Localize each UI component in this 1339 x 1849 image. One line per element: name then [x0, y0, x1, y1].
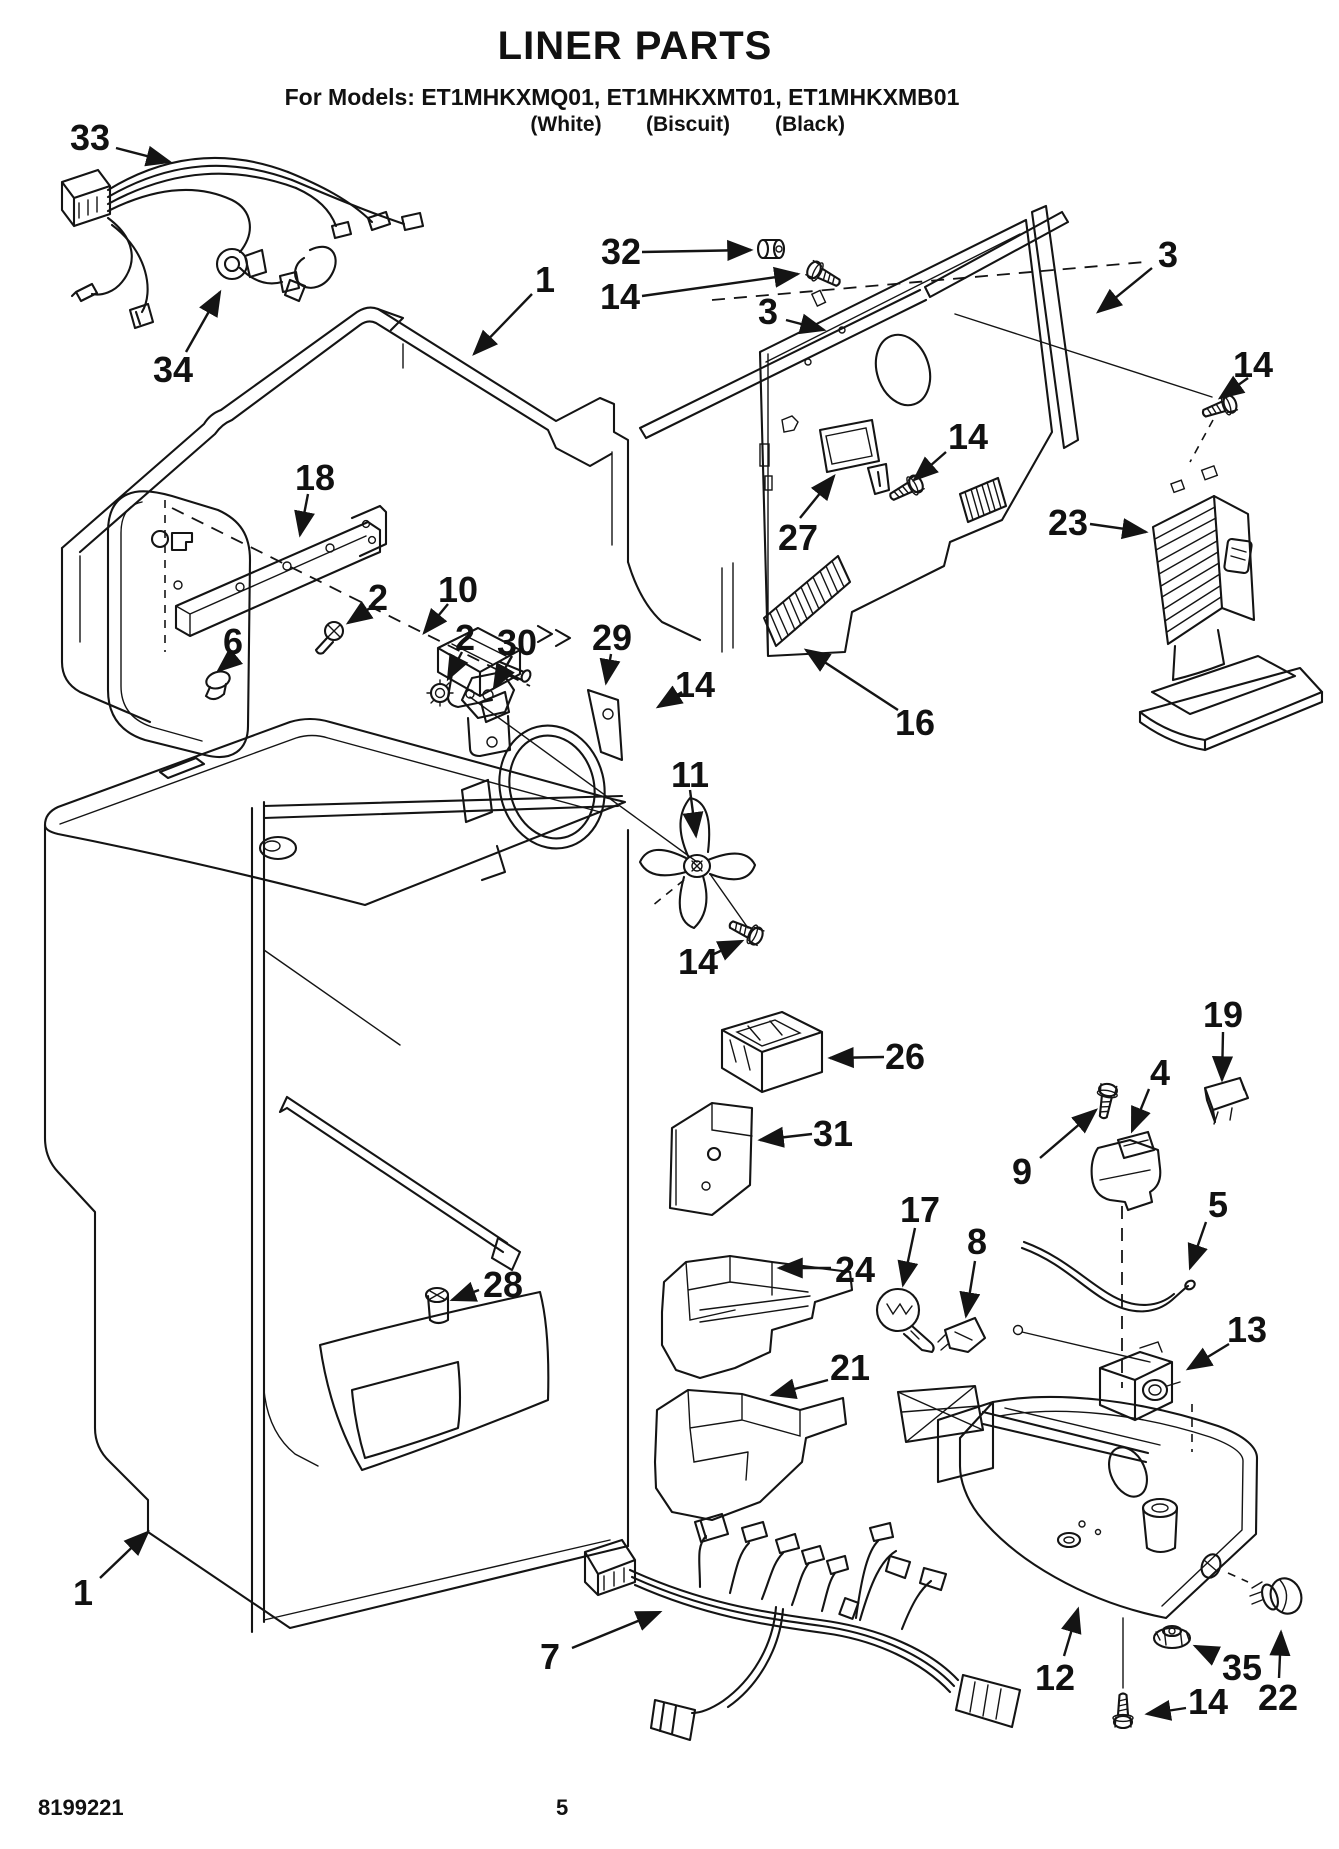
- part-callout-2: 2: [454, 617, 476, 658]
- part-callout-5: 5: [1207, 1184, 1229, 1225]
- temp-control-drawing: [1138, 465, 1324, 752]
- part-callout-24: 24: [834, 1249, 876, 1290]
- variant-black: (Black): [774, 113, 846, 136]
- part-callout-13: 13: [1226, 1309, 1268, 1350]
- part-callout-14: 14: [599, 276, 641, 317]
- part-callout-26: 26: [884, 1036, 926, 1077]
- part-callout-27: 27: [777, 517, 819, 558]
- part-callout-8: 8: [966, 1221, 988, 1262]
- part-callout-17: 17: [899, 1189, 941, 1230]
- defrost-parts-drawing: [1012, 1076, 1250, 1452]
- part-callout-1: 1: [72, 1572, 94, 1613]
- part-callout-1: 1: [534, 259, 556, 300]
- part-callout-33: 33: [69, 117, 111, 158]
- part-callout-12: 12: [1034, 1657, 1076, 1698]
- part-callout-4: 4: [1149, 1052, 1171, 1093]
- part-callout-28: 28: [482, 1264, 524, 1305]
- variant-biscuit: (Biscuit): [646, 113, 730, 136]
- part-callout-18: 18: [294, 457, 336, 498]
- part-callout-9: 9: [1011, 1151, 1033, 1192]
- part-callout-19: 19: [1202, 994, 1244, 1035]
- variant-white: (White): [530, 113, 602, 136]
- part-callout-2: 2: [367, 577, 389, 618]
- wire-harness-top-drawing: [60, 156, 425, 330]
- fan-shroud-drawing: [460, 688, 767, 949]
- part-callout-3: 3: [757, 291, 779, 332]
- part-callout-3: 3: [1157, 234, 1179, 275]
- drain-pan-drawing: [896, 1384, 1303, 1730]
- part-callout-14: 14: [947, 416, 989, 457]
- fresh-food-liner-drawing: [43, 717, 630, 1634]
- part-callout-10: 10: [437, 569, 479, 610]
- part-callout-32: 32: [600, 231, 642, 272]
- page-title: LINER PARTS: [497, 24, 773, 68]
- part-callout-21: 21: [829, 1347, 871, 1388]
- part-callout-14: 14: [677, 941, 719, 982]
- part-callout-14: 14: [674, 664, 716, 705]
- small-parts-center-drawing: [424, 1010, 824, 1325]
- part-callout-30: 30: [496, 622, 538, 663]
- models-line: For Models: ET1MHKXMQ01, ET1MHKXMT01, ET…: [284, 84, 960, 110]
- part-callout-14: 14: [1232, 344, 1274, 385]
- part-callout-31: 31: [812, 1113, 854, 1154]
- callout-leader-arrows: [99, 145, 1291, 1721]
- document-number: 8199221: [38, 1795, 124, 1820]
- foam-ducts-drawing: [653, 1254, 987, 1522]
- part-callout-29: 29: [591, 617, 633, 658]
- part-callout-14: 14: [1187, 1681, 1229, 1722]
- part-callout-34: 34: [152, 349, 194, 390]
- wire-harness-bottom-drawing: [583, 1512, 1022, 1742]
- part-callout-7: 7: [539, 1636, 561, 1677]
- page-number: 5: [556, 1795, 569, 1820]
- part-callout-23: 23: [1047, 502, 1089, 543]
- part-callout-35: 35: [1221, 1647, 1263, 1688]
- part-callout-16: 16: [894, 702, 936, 743]
- part-callout-22: 22: [1257, 1677, 1299, 1718]
- evaporator-panel-drawing: [638, 204, 1241, 658]
- part-callout-6: 6: [222, 621, 244, 662]
- freezer-liner-drawing: [60, 306, 734, 758]
- part-callout-11: 11: [670, 754, 710, 795]
